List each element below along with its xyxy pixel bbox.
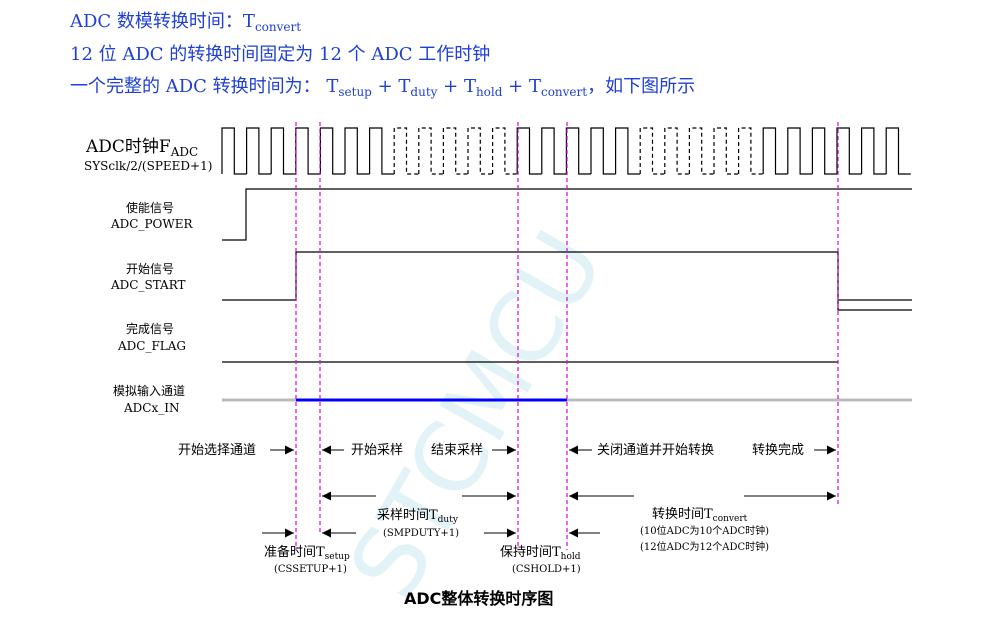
diagram-caption: ADC整体转换时序图	[404, 589, 553, 608]
convert-label: 转换时间Tconvert	[652, 507, 748, 524]
phase-close-convert: 关闭通道并开始转换	[597, 443, 714, 458]
timing-markers	[295, 122, 839, 550]
clock-pulses-solid	[221, 127, 911, 175]
convert-note-12bit: (12位ADC为12个ADC时钟)	[640, 540, 769, 553]
watermark: STCMCU	[328, 213, 626, 616]
flag-label-cn: 完成信号	[126, 321, 174, 336]
power-label-en: ADC_POWER	[110, 217, 193, 231]
input-label-en: ADCx_IN	[123, 401, 179, 415]
clock-formula: SYSclk/2/(SPEED+1)	[84, 159, 212, 173]
intro-line-12bit: 12 位 ADC 的转换时间固定为 12 个 ADC 工作时钟	[70, 44, 491, 65]
flag-label-en: ADC_FLAG	[117, 339, 186, 353]
clock-waveform	[221, 127, 911, 175]
clock-pulses-dashed	[393, 127, 764, 175]
start-label-en: ADC_START	[110, 278, 186, 292]
hold-label: 保持时间Thold	[500, 545, 581, 562]
start-waveform	[222, 251, 912, 311]
phase-convert-done: 转换完成	[752, 443, 804, 458]
phase-sample-start: 开始采样	[351, 443, 403, 458]
duty-reg: (SMPDUTY+1)	[383, 528, 459, 539]
intro-line-formula: 一个完整的 ADC 转换时间为： Tsetup + Tduty + Thold …	[70, 76, 696, 99]
setup-label: 准备时间Tsetup	[264, 544, 350, 562]
power-label-cn: 使能信号	[126, 200, 174, 215]
setup-reg: (CSSETUP+1)	[274, 564, 347, 575]
input-label-cn: 模拟输入通道	[113, 383, 185, 398]
convert-note-10bit: (10位ADC为10个ADC时钟)	[640, 524, 769, 537]
start-label-cn: 开始信号	[126, 262, 174, 276]
power-waveform	[222, 188, 912, 241]
phase-sample-end: 结束采样	[431, 443, 483, 458]
intro-line-convert-time: ADC 数模转换时间：Tconvert	[70, 11, 302, 34]
clock-label: ADC时钟FADC	[85, 137, 198, 159]
duty-label: 采样时间Tduty	[377, 508, 459, 525]
phase-select: 开始选择通道	[178, 443, 256, 458]
hold-reg: (CSHOLD+1)	[512, 564, 581, 575]
